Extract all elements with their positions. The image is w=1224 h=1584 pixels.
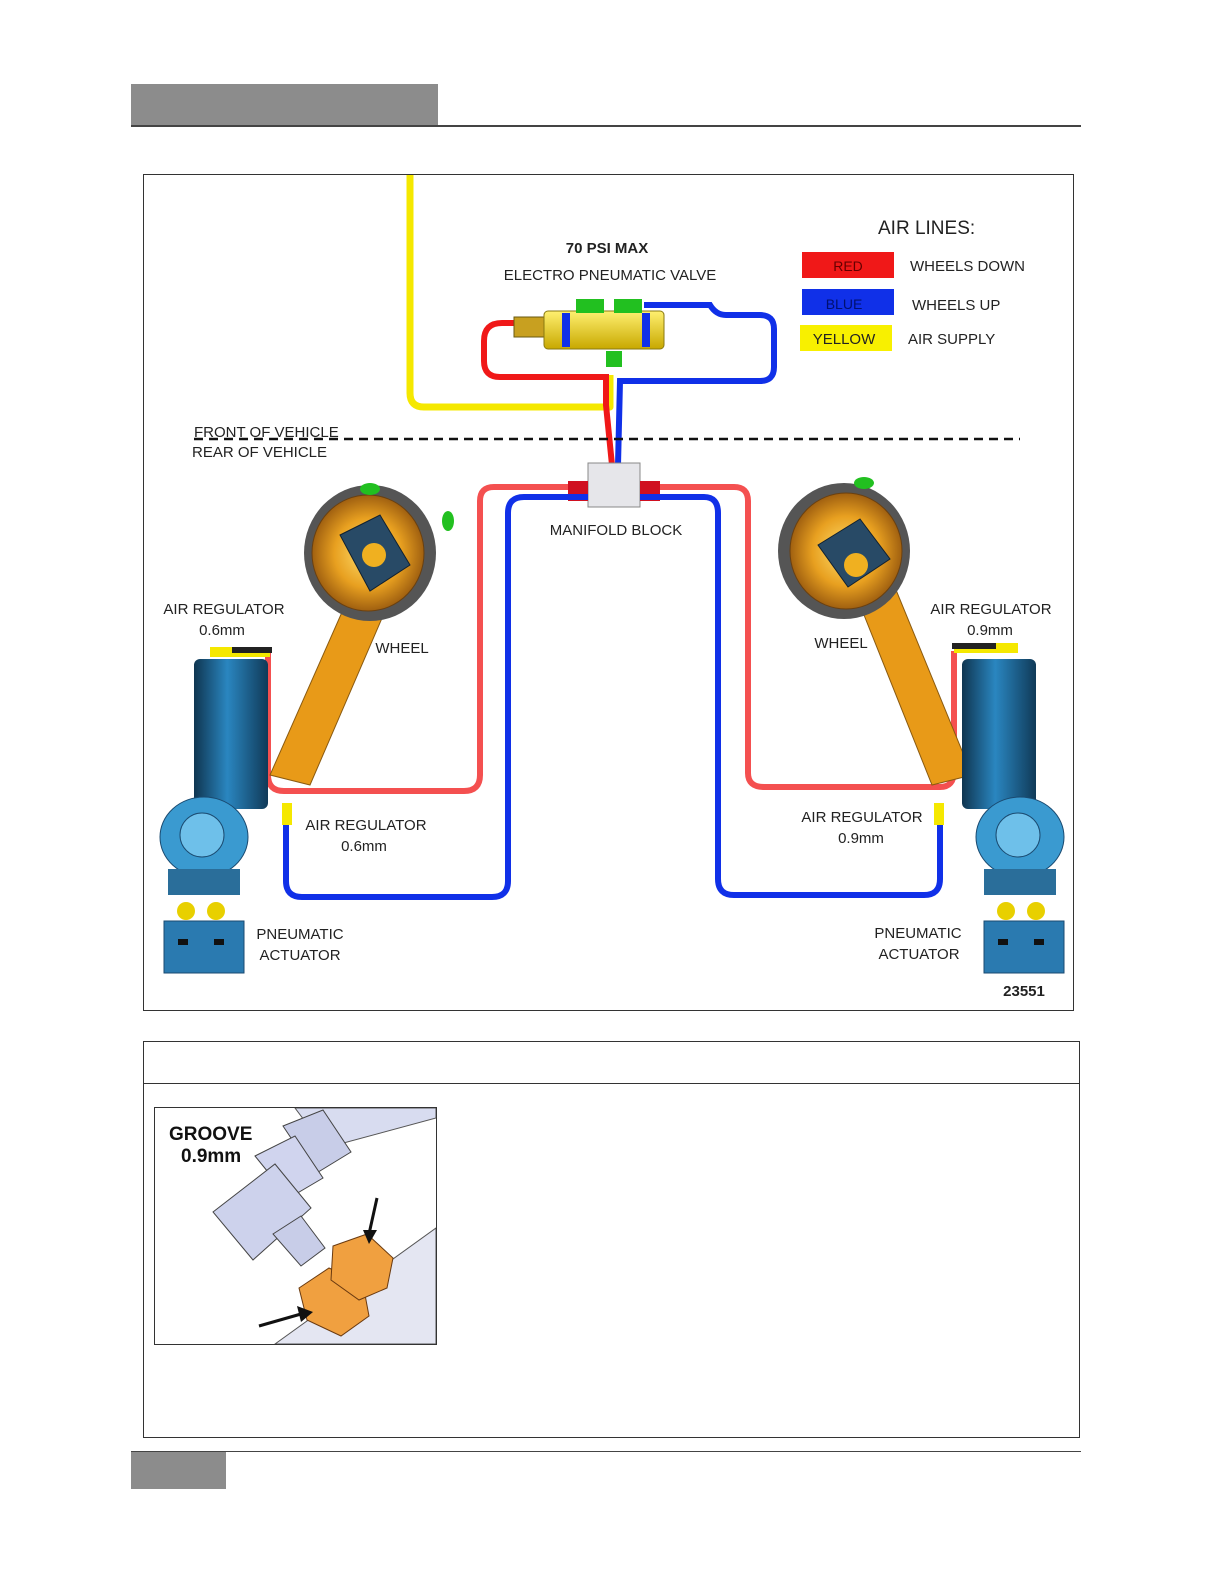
electro-pneumatic-valve	[514, 299, 664, 367]
air-supply-line	[410, 175, 610, 407]
groove-size-label: 0.9mm	[181, 1146, 241, 1167]
left-wheel-label: WHEEL	[375, 640, 428, 657]
air-line-diagram-figure: AIR LINES: RED WHEELS DOWN BLUE WHEELS U…	[143, 174, 1074, 1011]
manifold-block-label: MANIFOLD BLOCK	[550, 522, 683, 539]
right-actuator-label-1: PNEUMATIC	[874, 925, 961, 942]
valve-label: ELECTRO PNEUMATIC VALVE	[504, 267, 717, 284]
detail-section: GROOVE 0.9mm	[143, 1041, 1080, 1438]
right-regulator-bottom-label: AIR REGULATOR	[801, 809, 922, 826]
footer-rule	[131, 1451, 1081, 1452]
figure-number: 23551	[1003, 983, 1045, 1000]
right-regulator-top-size: 0.9mm	[967, 622, 1013, 639]
groove-detail-inset: GROOVE 0.9mm	[154, 1107, 437, 1345]
right-regulator-bottom-size: 0.9mm	[838, 830, 884, 847]
legend-swatch-blue-label: BLUE	[826, 296, 863, 312]
manifold-block	[568, 463, 660, 507]
front-of-vehicle-label: FRONT OF VEHICLE	[194, 424, 339, 441]
legend-swatch-yellow-label: YELLOW	[813, 331, 876, 348]
left-regulator-bottom-label: AIR REGULATOR	[305, 817, 426, 834]
rear-of-vehicle-label: REAR OF VEHICLE	[192, 444, 327, 461]
groove-fitting-illustration: GROOVE 0.9mm	[155, 1108, 436, 1344]
left-actuator-label-1: PNEUMATIC	[256, 926, 343, 943]
left-actuator-label-2: ACTUATOR	[259, 947, 340, 964]
legend-label-wheels-up: WHEELS UP	[912, 297, 1000, 314]
left-regulator-top-label: AIR REGULATOR	[163, 601, 284, 618]
air-line-diagram: AIR LINES: RED WHEELS DOWN BLUE WHEELS U…	[144, 175, 1073, 1010]
left-regulator-bottom-size: 0.6mm	[341, 838, 387, 855]
right-actuator-label-2: ACTUATOR	[878, 946, 959, 963]
legend-swatch-red-label: RED	[833, 258, 863, 274]
left-pneumatic-actuator	[160, 647, 292, 973]
header-rule	[131, 125, 1081, 127]
detail-section-header	[144, 1042, 1079, 1084]
header-bar	[131, 84, 438, 126]
legend-label-wheels-down: WHEELS DOWN	[910, 258, 1025, 275]
right-wheel	[778, 477, 972, 785]
right-regulator-top-label: AIR REGULATOR	[930, 601, 1051, 618]
left-regulator-top-size: 0.6mm	[199, 622, 245, 639]
footer-bar	[131, 1452, 226, 1489]
valve-psi-label: 70 PSI MAX	[566, 240, 649, 257]
left-wheel	[270, 483, 454, 785]
right-wheel-label: WHEEL	[814, 635, 867, 652]
legend-label-air-supply: AIR SUPPLY	[908, 331, 995, 348]
air-lines-title: AIR LINES:	[878, 218, 975, 239]
air-lines-legend: AIR LINES: RED WHEELS DOWN BLUE WHEELS U…	[800, 218, 1025, 351]
groove-label: GROOVE	[169, 1124, 252, 1145]
